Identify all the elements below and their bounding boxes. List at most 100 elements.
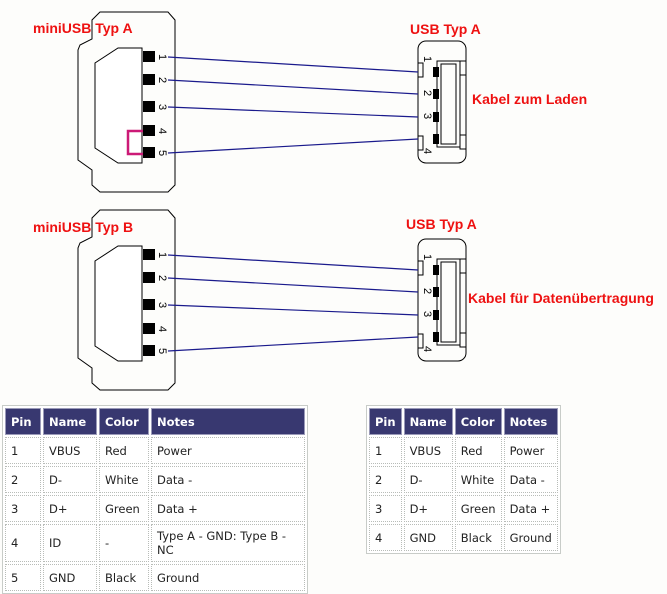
header-name: Name xyxy=(403,408,453,435)
usb-pin-number: 4 xyxy=(421,346,433,352)
usb-a-tab xyxy=(417,260,424,276)
mini-pin-number: 4 xyxy=(156,326,168,332)
cell-notes: Power xyxy=(503,437,558,464)
mini-usb-housing xyxy=(77,209,176,391)
usb-pin-number: 1 xyxy=(421,254,433,260)
usb-pin-number: 4 xyxy=(421,148,433,154)
cable-label: Kabel zum Laden xyxy=(472,91,587,107)
header-pin: Pin xyxy=(5,408,41,435)
header-notes: Notes xyxy=(503,408,558,435)
cell-color: Green xyxy=(99,495,149,522)
cell-color: Red xyxy=(99,437,149,464)
mini-pin-3 xyxy=(143,101,155,112)
table-header-row: Pin Name Color Notes xyxy=(5,408,305,435)
header-notes: Notes xyxy=(151,408,305,435)
mini-usb-plug xyxy=(94,47,143,164)
usb-pin-number: 2 xyxy=(421,90,433,96)
usb-pin-4 xyxy=(433,332,439,342)
usb-pin-3 xyxy=(433,310,439,320)
mini-usb-plug xyxy=(94,245,143,362)
cell-pin: 5 xyxy=(5,564,41,591)
cell-name: VBUS xyxy=(403,437,453,464)
usb-a-tab xyxy=(459,332,467,348)
wire-3 xyxy=(167,304,419,316)
cell-pin: 4 xyxy=(369,524,402,551)
header-name: Name xyxy=(43,408,97,435)
usb-a-tongue-outer xyxy=(436,60,461,148)
wire-1 xyxy=(167,254,419,271)
cell-name: D- xyxy=(43,466,97,493)
jumper-wire-4-5 xyxy=(126,129,143,156)
cell-notes: Ground xyxy=(503,524,558,551)
mini-pin-number: 1 xyxy=(156,54,168,60)
cell-notes: Data - xyxy=(151,466,305,493)
usb-pin-2 xyxy=(433,89,439,99)
cell-color: Black xyxy=(99,564,149,591)
usb-a-tongue-inner xyxy=(440,63,457,145)
cell-pin: 4 xyxy=(5,524,41,562)
usb-pin-number: 3 xyxy=(421,113,433,119)
mini-pin-2 xyxy=(143,74,155,85)
usb-pin-4 xyxy=(433,134,439,144)
diagram-data-cable: miniUSB Typ B USB Typ A Kabel für Datenü… xyxy=(33,209,654,391)
cell-pin: 3 xyxy=(369,495,402,522)
mini-pin-number: 3 xyxy=(156,104,168,110)
cell-notes: Data + xyxy=(151,495,305,522)
wiring-diagram: miniUSB Typ A USB Typ A Kabel zum Laden … xyxy=(33,11,654,391)
usb-a-tab xyxy=(417,135,424,151)
mini-usb-label: miniUSB Typ A xyxy=(33,20,133,36)
wire-4 xyxy=(167,138,419,154)
cell-name: GND xyxy=(43,564,97,591)
cell-color: White xyxy=(99,466,149,493)
header-pin: Pin xyxy=(369,408,402,435)
usb-a-tongue-outer xyxy=(436,258,461,346)
usb-a-tab xyxy=(459,134,467,150)
mini-pin-4 xyxy=(143,323,155,334)
usb-pin-2 xyxy=(433,287,439,297)
mini-pin-1 xyxy=(143,51,155,62)
mini-pin-number: 4 xyxy=(156,128,168,134)
cell-pin: 1 xyxy=(5,437,41,464)
cable-label: Kabel für Datenübertragung xyxy=(468,290,654,306)
wire-3 xyxy=(167,106,419,118)
cell-name: D+ xyxy=(403,495,453,522)
cell-name: GND xyxy=(403,524,453,551)
cell-name: VBUS xyxy=(43,437,97,464)
wire-4 xyxy=(167,336,419,352)
mini-pin-5 xyxy=(143,147,155,158)
cell-color: Red xyxy=(454,437,502,464)
mini-pin-number: 5 xyxy=(156,150,168,156)
usb-a-tab xyxy=(459,60,467,76)
mini-pin-number: 2 xyxy=(156,275,168,281)
wire-1 xyxy=(167,56,419,73)
usb-pin-1 xyxy=(433,265,439,275)
mini-pin-number: 3 xyxy=(156,302,168,308)
cell-pin: 1 xyxy=(369,437,402,464)
cell-notes: Type A - GND: Type B - NC xyxy=(151,524,305,562)
usb-a-tab xyxy=(417,62,424,78)
mini-usb-housing xyxy=(77,11,176,193)
usb-a-tongue-inner xyxy=(440,261,457,343)
usb-pin-number: 1 xyxy=(421,56,433,62)
wire-2 xyxy=(167,79,419,95)
cell-pin: 2 xyxy=(369,466,402,493)
mini-pin-2 xyxy=(143,272,155,283)
mini-pin-4 xyxy=(143,125,155,136)
cell-color: - xyxy=(99,524,149,562)
header-color: Color xyxy=(454,408,502,435)
cell-color: White xyxy=(454,466,502,493)
usb-label: USB Typ A xyxy=(410,21,481,37)
diagram-charging-cable: miniUSB Typ A USB Typ A Kabel zum Laden … xyxy=(33,11,587,193)
cell-notes: Data + xyxy=(503,495,558,522)
mini-pin-number: 2 xyxy=(156,77,168,83)
wire-2 xyxy=(167,277,419,293)
mini-pin-number: 5 xyxy=(156,348,168,354)
mini-pin-number: 1 xyxy=(156,252,168,258)
